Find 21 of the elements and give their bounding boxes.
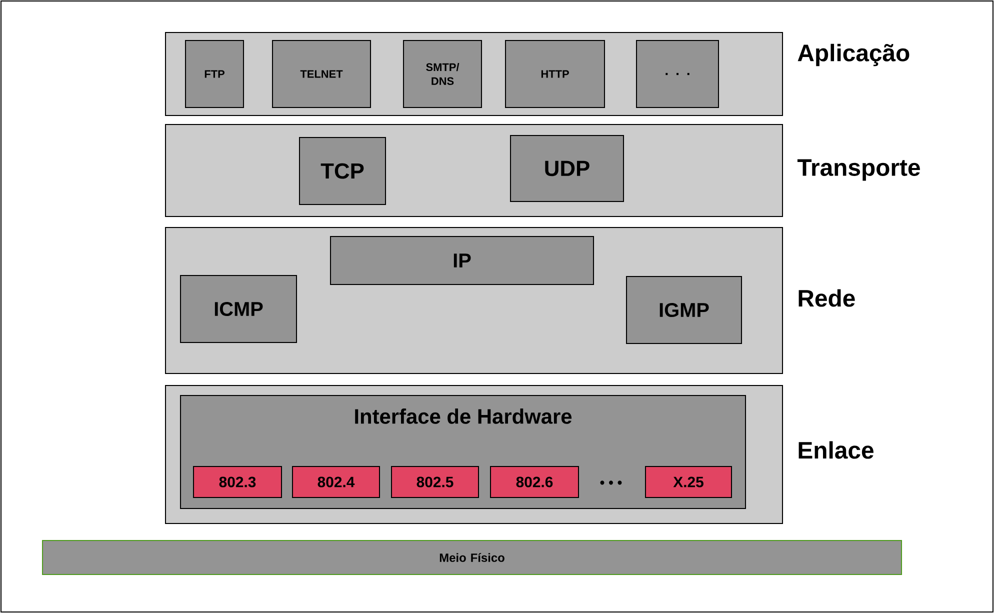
standard-box: 802.5 (391, 466, 479, 498)
layer-label: Enlace (798, 441, 874, 459)
protocol-box: IP (330, 236, 594, 285)
protocol-box: . . . (636, 40, 719, 108)
layer-label: Transporte (797, 159, 920, 181)
protocol-box: FTP (185, 40, 244, 108)
standard-box: 802.4 (292, 466, 380, 498)
protocol-box: IGMP (626, 276, 742, 344)
standard-box: 802.6 (490, 466, 579, 498)
ellipsis: • • • (600, 480, 622, 485)
protocol-box: ICMP (180, 275, 297, 343)
protocol-box: SMTP/ DNS (403, 40, 482, 108)
medium-bar: Meio Físico (42, 540, 902, 575)
layer-label: Aplicação (798, 44, 910, 66)
standard-box: X.25 (645, 466, 732, 498)
layer-label: Rede (798, 289, 855, 307)
standard-box: 802.3 (193, 466, 282, 498)
protocol-box: HTTP (505, 40, 605, 108)
protocol-box: TELNET (272, 40, 371, 108)
protocol-box: UDP (510, 135, 624, 202)
protocol-box: TCP (299, 137, 386, 205)
